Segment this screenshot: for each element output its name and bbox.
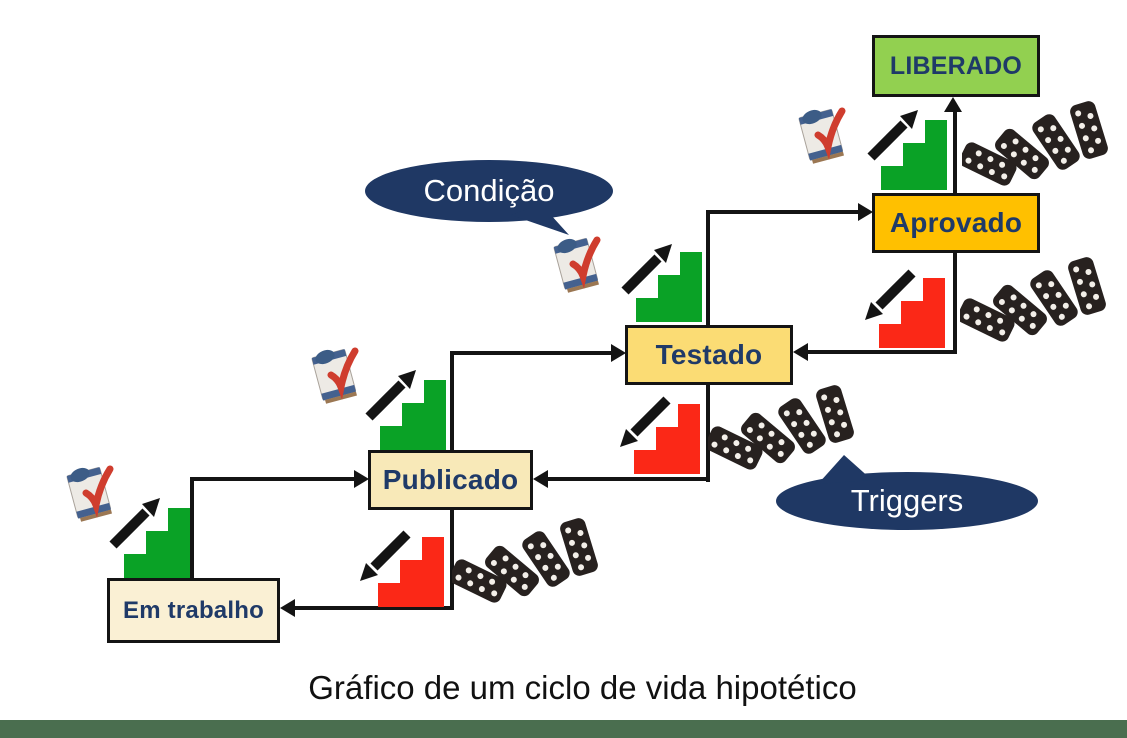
state-box-em-trabalho: Em trabalho	[107, 578, 280, 643]
arrowhead-into-em-trabalho	[280, 599, 295, 617]
arrowhead-back-into-testado	[793, 343, 808, 361]
connector-demote-3-vertical	[953, 253, 957, 354]
connector-demote-2-vertical	[706, 385, 710, 482]
connector-promote-1-vertical	[190, 477, 194, 578]
arrowhead-into-aprovado	[858, 203, 873, 221]
connector-demote-3-horizontal	[807, 350, 957, 354]
state-label-em-trabalho: Em trabalho	[123, 596, 264, 624]
arrowhead-into-publicado	[354, 470, 369, 488]
triggers-callout-label: Triggers	[850, 483, 964, 518]
state-label-aprovado: Aprovado	[889, 207, 1023, 238]
clipboard-check-icon	[792, 102, 856, 168]
connector-promote-4-vertical	[953, 111, 957, 193]
connector-promote-2-horizontal	[450, 351, 611, 355]
state-label-testado: Testado	[655, 339, 763, 370]
state-box-aprovado: Aprovado	[872, 193, 1040, 253]
state-box-publicado: Publicado	[368, 450, 533, 510]
connector-demote-2-horizontal	[547, 477, 710, 481]
up-right-arrow-icon	[864, 106, 922, 164]
triggers-callout-bubble: Triggers	[774, 452, 1040, 532]
condition-callout-bubble: Condição	[363, 160, 615, 236]
connector-promote-1-horizontal	[190, 477, 354, 481]
speech-bubble-shape	[365, 160, 613, 235]
diagram-caption: Gráfico de um ciclo de vida hipotético	[308, 669, 857, 706]
arrowhead-into-liberado	[944, 97, 962, 112]
connector-demote-1-horizontal	[294, 606, 454, 610]
connector-promote-3-horizontal	[706, 210, 858, 214]
connector-demote-1-vertical	[450, 510, 454, 610]
falling-dominoes-icon	[452, 517, 604, 609]
clipboard-check-icon	[547, 231, 611, 297]
up-right-arrow-icon	[362, 366, 420, 424]
state-label-publicado: Publicado	[382, 464, 519, 495]
footer-accent-bar	[0, 720, 1127, 738]
down-left-arrow-icon	[616, 393, 674, 451]
state-box-testado: Testado	[625, 325, 793, 385]
speech-bubble-shape	[776, 455, 1038, 530]
condition-callout-label: Condição	[423, 173, 555, 208]
up-right-arrow-icon	[618, 240, 676, 298]
connector-promote-2-vertical	[450, 351, 454, 450]
down-left-arrow-icon	[861, 266, 919, 324]
falling-dominoes-icon	[960, 256, 1112, 348]
arrowhead-into-testado	[611, 344, 626, 362]
clipboard-check-icon	[305, 342, 369, 408]
connector-promote-3-vertical	[706, 210, 710, 325]
falling-dominoes-icon	[962, 100, 1114, 192]
arrowhead-back-into-publicado	[533, 470, 548, 488]
state-box-liberado: LIBERADO	[872, 35, 1040, 97]
down-left-arrow-icon	[356, 527, 414, 585]
state-label-liberado: LIBERADO	[889, 51, 1023, 80]
up-right-arrow-icon	[106, 494, 164, 552]
